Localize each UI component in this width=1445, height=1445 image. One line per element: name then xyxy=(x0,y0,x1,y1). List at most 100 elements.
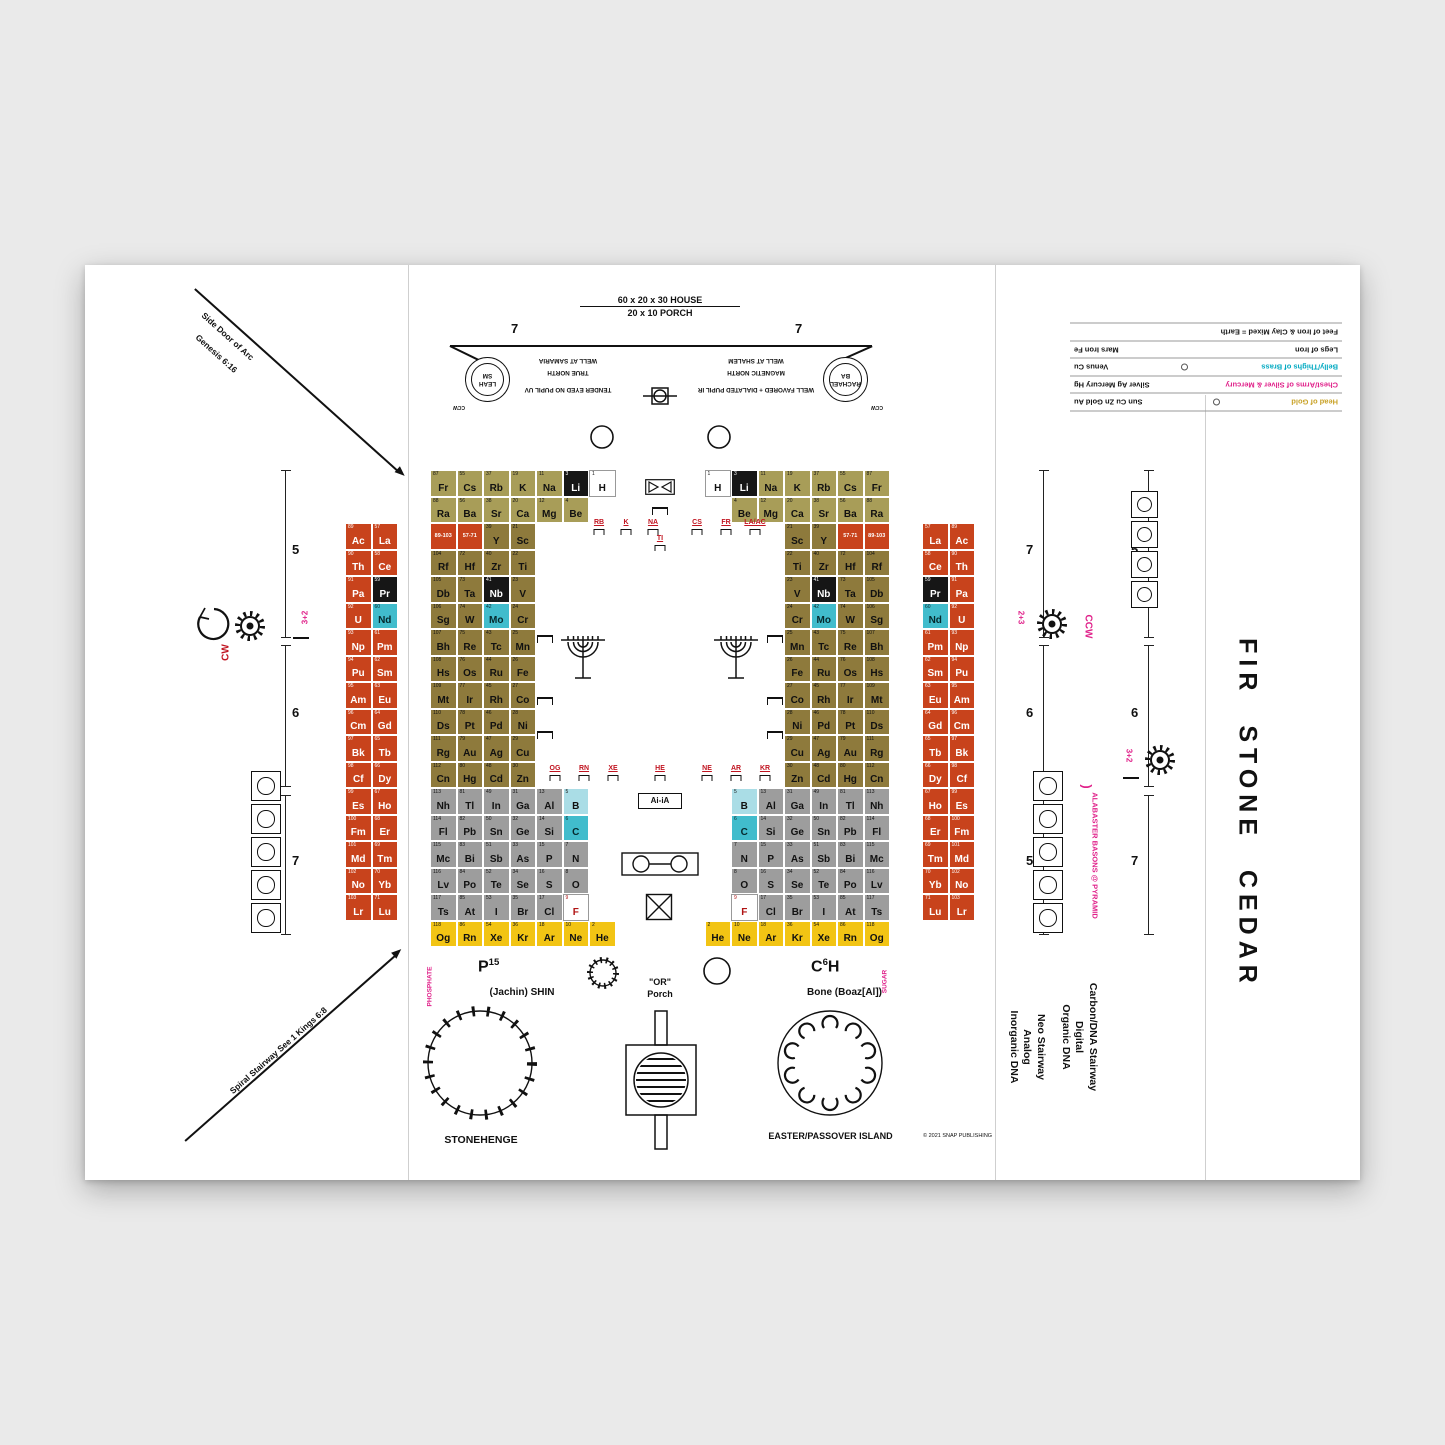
menorah-icon-right xyxy=(714,636,758,679)
bason-circle-icon xyxy=(257,810,275,828)
or-label: "OR" xyxy=(648,977,672,987)
jachin-label: (Jachin) SHIN xyxy=(489,987,555,998)
bason-circle-icon xyxy=(257,876,275,894)
gate-label-og: OG xyxy=(549,765,561,772)
menorah-icon-left xyxy=(561,636,605,679)
bason-circle-icon xyxy=(257,777,275,795)
porch-dimension-line: 20 x 10 PORCH xyxy=(627,308,693,318)
p-superscript: 15 xyxy=(488,957,500,968)
ark-bowtie-icon xyxy=(645,479,675,495)
number-7-right-outer: 7 xyxy=(1131,853,1139,868)
bracket-7-right-inner xyxy=(1038,470,1050,638)
bason-circle-icon xyxy=(1039,909,1057,927)
boaz-label: Bone (Boaz[Al]) xyxy=(807,987,882,998)
copyright: © 2021 SNAP PUBLISHING xyxy=(923,1133,993,1139)
gate-table-icon xyxy=(549,775,561,781)
stonehenge-circle-icon xyxy=(423,1006,537,1120)
easter-island-circle-icon xyxy=(777,1010,883,1116)
h-symbol: H xyxy=(827,958,840,976)
gate-table-icon xyxy=(607,775,619,781)
horseshoe-mark xyxy=(844,1086,862,1104)
gate-table-icon xyxy=(759,775,771,781)
gate-label-he: HE xyxy=(655,765,665,772)
table-icon xyxy=(537,731,553,739)
number-7-right-inner: 7 xyxy=(1026,542,1034,557)
gate-table-icon xyxy=(578,775,590,781)
number-5-right-inner: 5 xyxy=(1026,853,1034,868)
number-6-right-inner: 6 xyxy=(1026,705,1034,720)
element-cell-89-103: 89-103 xyxy=(863,523,890,550)
house-dimension-line: 60 x 20 x 30 HOUSE xyxy=(580,295,740,307)
gate-label-ti: TI xyxy=(656,535,664,542)
bason-circle-icon xyxy=(1039,777,1057,795)
bason-square xyxy=(1033,870,1063,900)
element-cell-89-103: 89-103 xyxy=(430,523,457,550)
bason-square xyxy=(1033,771,1063,801)
